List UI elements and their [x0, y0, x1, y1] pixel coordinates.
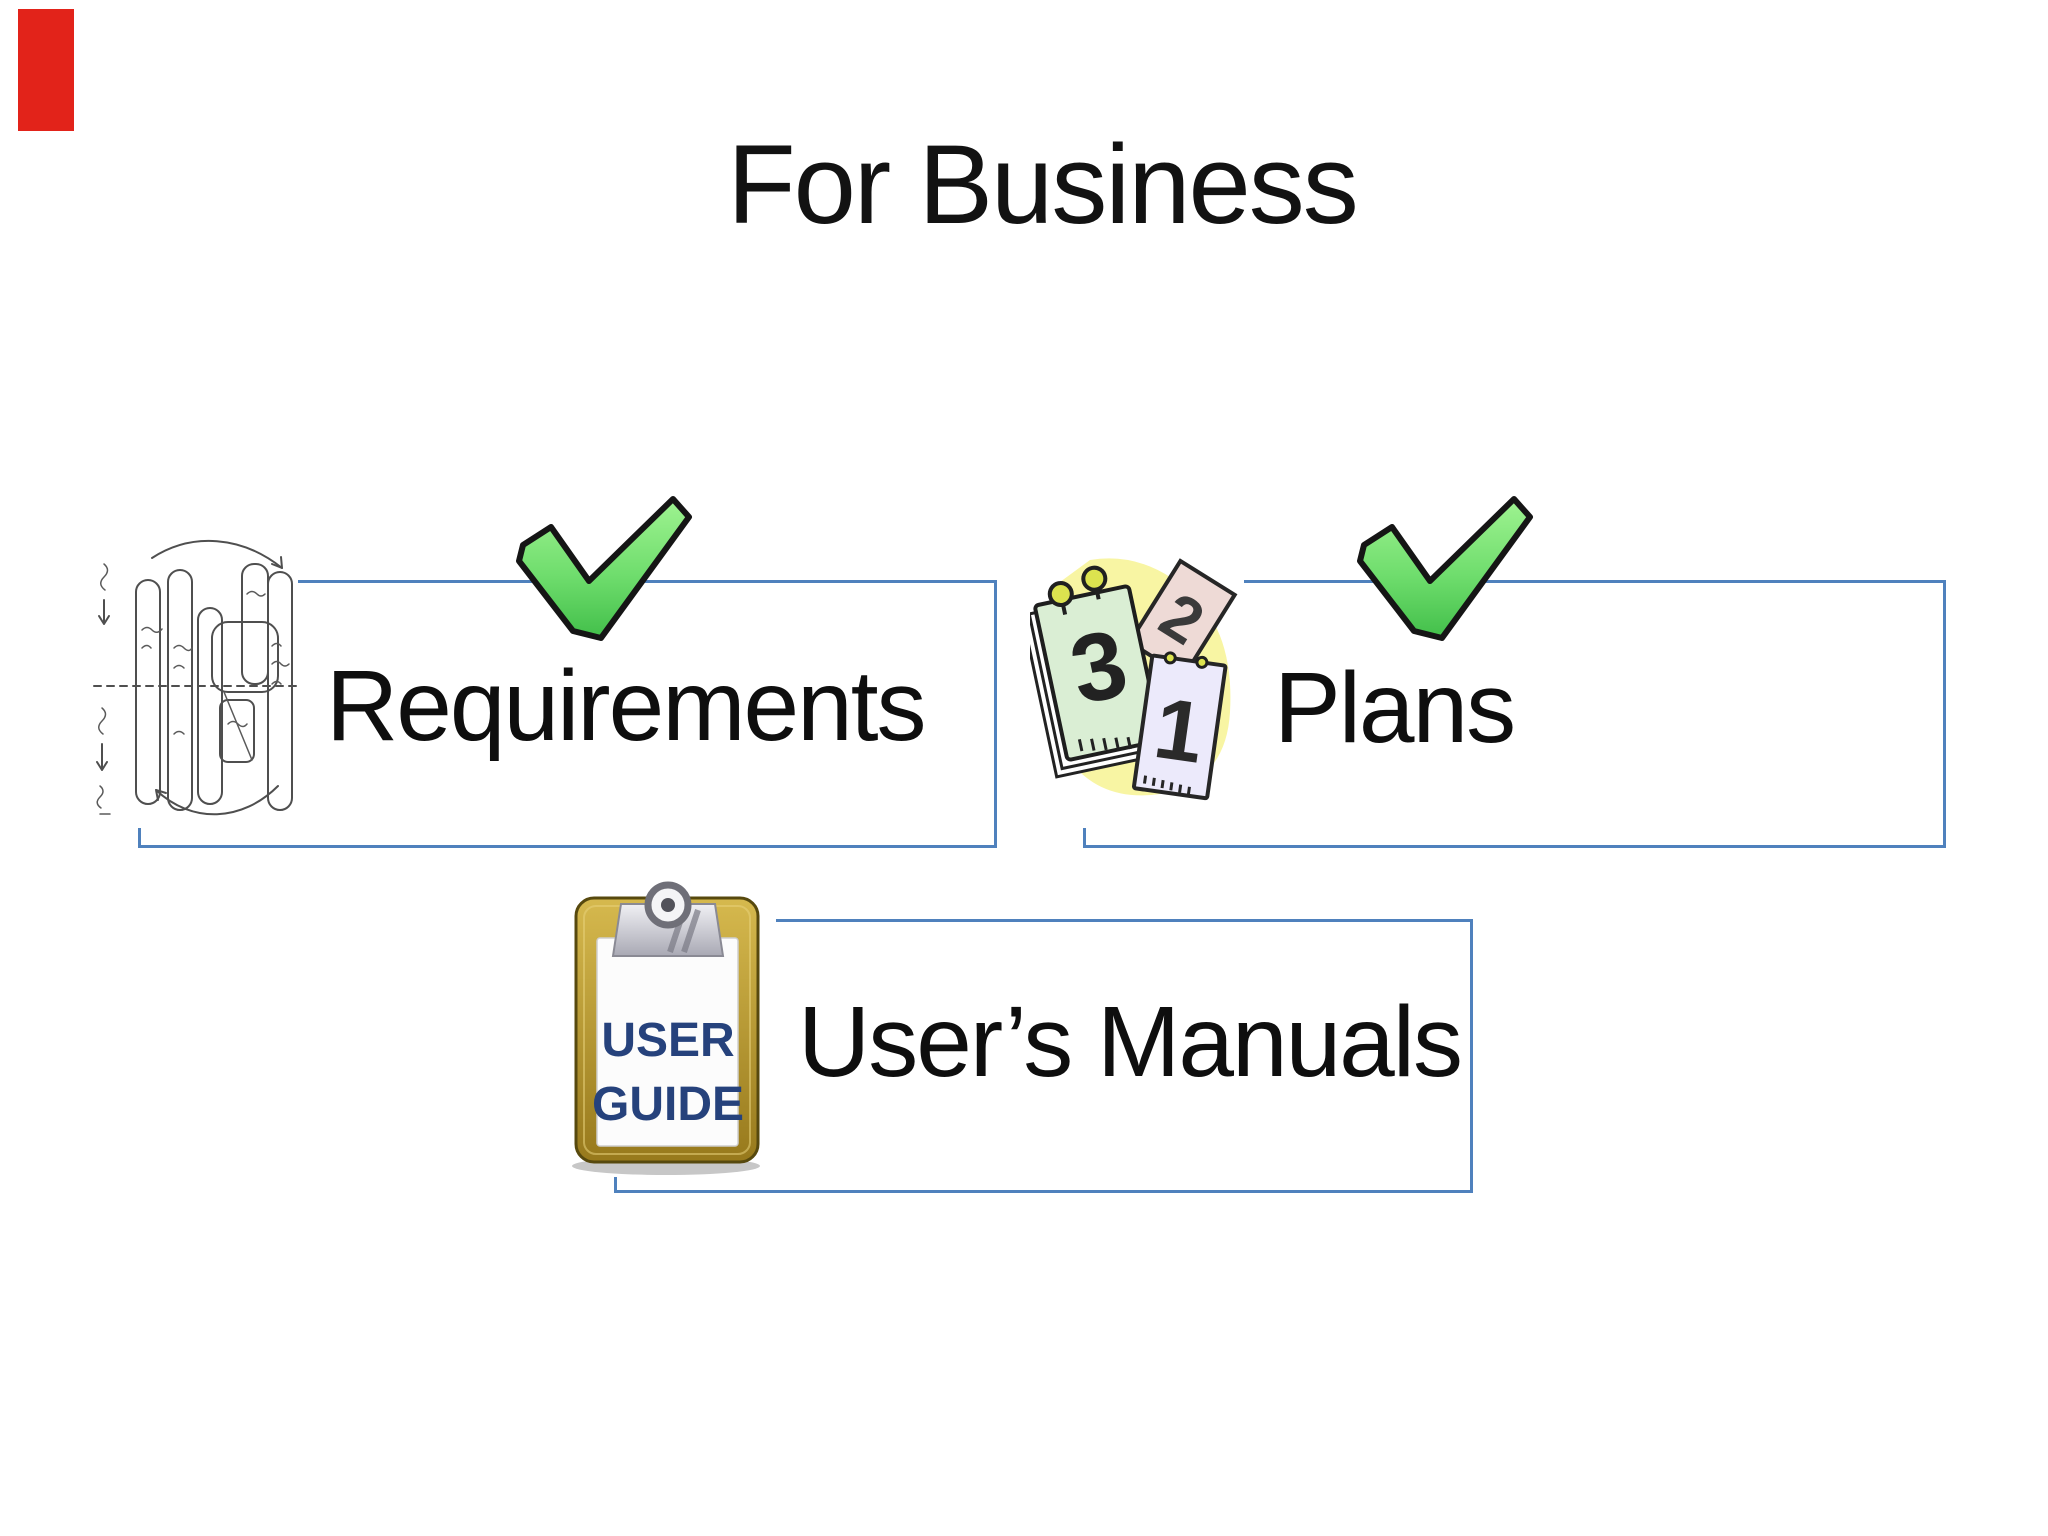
user-guide-text-line2: GUIDE: [592, 1078, 744, 1131]
requirements-label: Requirements: [326, 650, 927, 762]
recording-indicator-bar: [18, 9, 74, 131]
users-manuals-label: User’s Manuals: [798, 986, 1463, 1098]
user-guide-text-line1: USER: [601, 1014, 734, 1067]
checkmark-icon-requirements: [515, 495, 693, 645]
calendar-pages-icon: 2 3 1: [1030, 542, 1244, 828]
checkmark-icon-plans: [1356, 495, 1534, 645]
plans-label: Plans: [1274, 652, 1516, 764]
flowchart-sketch-icon: [92, 538, 298, 828]
page-title: For Business: [727, 122, 1359, 247]
user-guide-clipboard-icon: USER GUIDE: [564, 880, 776, 1177]
